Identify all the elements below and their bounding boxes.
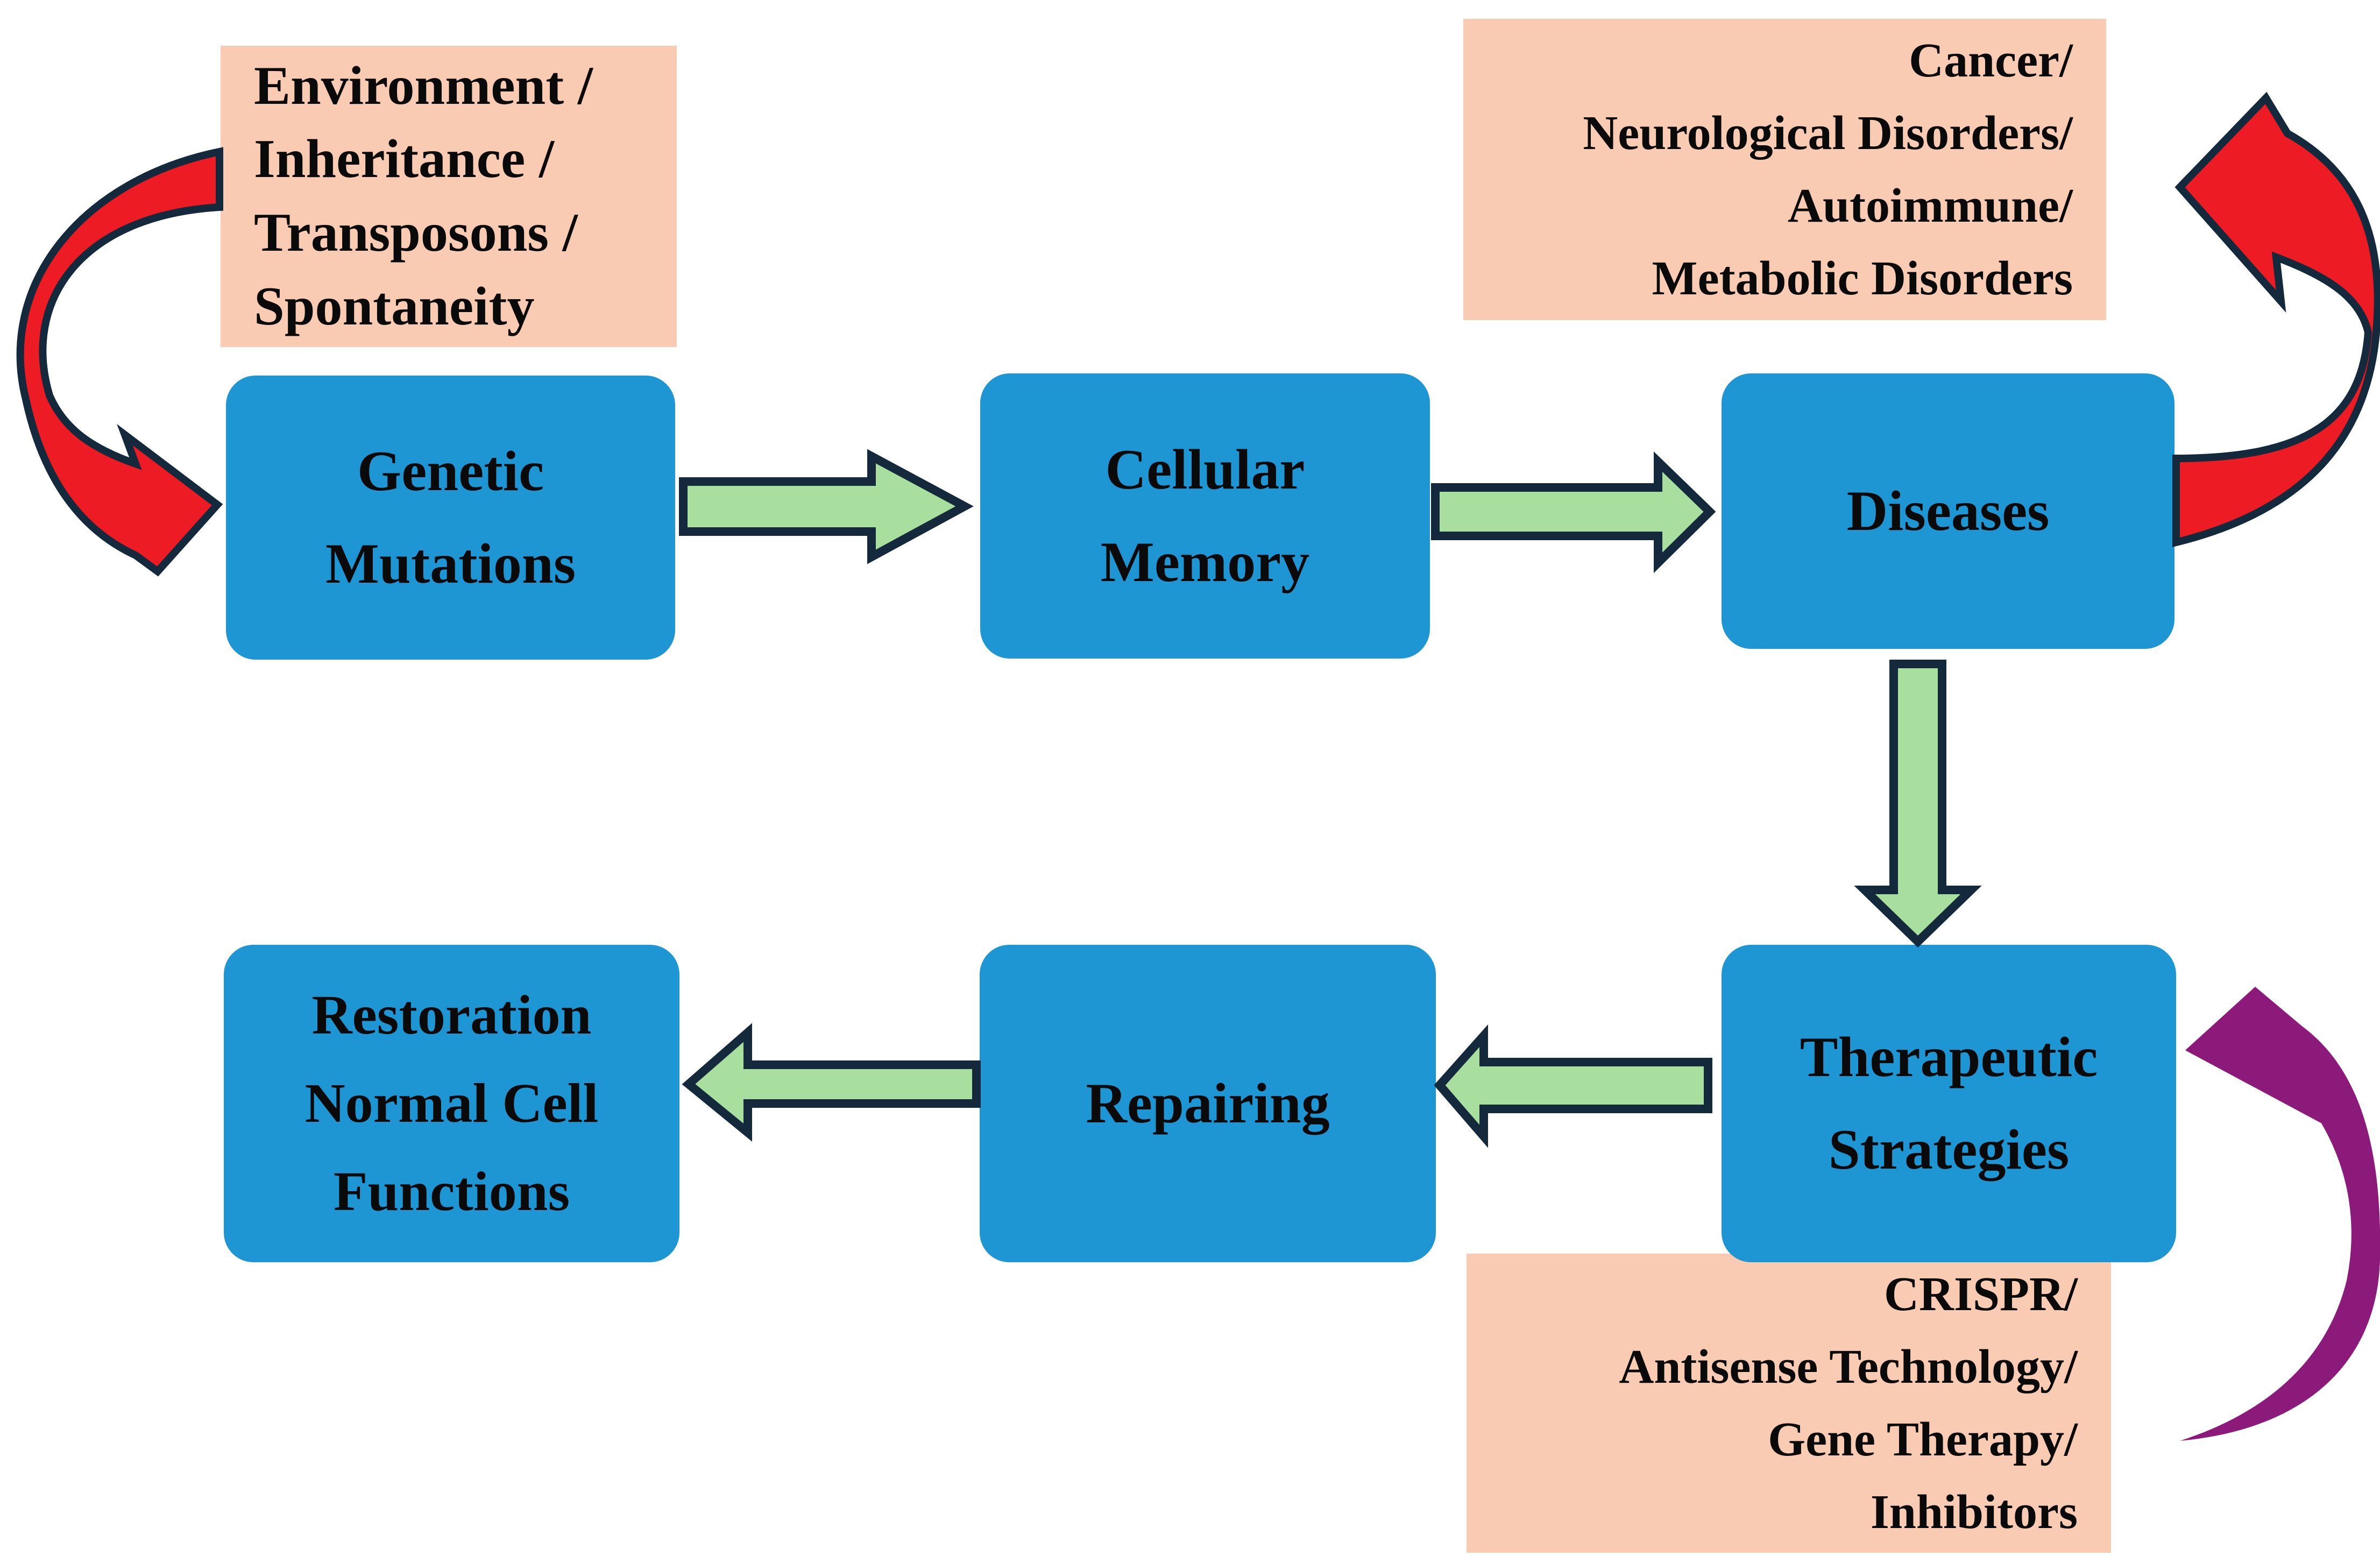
process-box-diseases: Diseases xyxy=(1722,373,2174,649)
process-label-line: Diseases xyxy=(1846,479,2050,543)
process-label-line: Mutations xyxy=(325,532,576,595)
process-box-repairing: Repairing xyxy=(980,945,1436,1262)
process-label-line: Normal Cell xyxy=(304,1072,599,1134)
annotation-line: Environment / xyxy=(254,55,593,116)
process-box-genetic-mutations: Genetic Mutations xyxy=(226,376,675,660)
annotation-line: Inhibitors xyxy=(1870,1486,2078,1539)
annotation-box-disease-types: Cancer/ Neurological Disorders/ Autoimmu… xyxy=(1463,19,2106,320)
arrow-therapeutic-to-repairing xyxy=(1434,1024,1712,1148)
annotation-line: Cancer/ xyxy=(1909,34,2073,87)
annotation-line: CRISPR/ xyxy=(1883,1268,2078,1321)
annotation-line: Autoimmune/ xyxy=(1787,179,2073,232)
annotation-line: Inheritance / xyxy=(254,129,555,190)
annotation-box-therapy-methods: CRISPR/ Antisense Technology/ Gene Thera… xyxy=(1467,1254,2111,1553)
annotation-line: Neurological Disorders/ xyxy=(1583,107,2073,160)
arrow-repairing-to-restoration xyxy=(682,1023,981,1142)
curved-arrow-therapy-methods-to-therapeutic-strategies xyxy=(2180,987,2380,1441)
process-label-line: Genetic xyxy=(357,440,544,503)
process-label-line: Repairing xyxy=(1086,1072,1330,1135)
arrow-genetic-to-cellular xyxy=(679,449,974,564)
process-label-line: Restoration xyxy=(311,984,592,1046)
process-label-line: Cellular xyxy=(1105,438,1305,501)
arrow-diseases-to-therapeutic xyxy=(1854,660,1982,948)
annotation-box-mutation-causes: Environment / Inheritance / Transposons … xyxy=(221,46,677,347)
annotation-line: Gene Therapy/ xyxy=(1768,1413,2078,1466)
annotation-line: Antisense Technology/ xyxy=(1619,1340,2078,1394)
process-label-line: Functions xyxy=(333,1161,570,1223)
annotation-line: Transposons / xyxy=(254,202,578,263)
arrow-cellular-to-diseases xyxy=(1431,451,1716,574)
curved-arrow-causes-to-genetic-mutations xyxy=(16,147,223,577)
annotation-line: Metabolic Disorders xyxy=(1652,252,2073,305)
process-label-line: Strategies xyxy=(1828,1118,2070,1181)
process-label-line: Memory xyxy=(1100,531,1310,593)
process-box-cellular-memory: Cellular Memory xyxy=(980,373,1430,659)
process-label-line: Therapeutic xyxy=(1800,1025,2098,1089)
curved-arrow-diseases-to-disease-types xyxy=(2172,91,2380,547)
process-box-restoration: Restoration Normal Cell Functions xyxy=(224,945,679,1262)
annotation-line: Spontaneity xyxy=(254,275,535,337)
process-box-therapeutic-strategies: Therapeutic Strategies xyxy=(1722,945,2176,1262)
